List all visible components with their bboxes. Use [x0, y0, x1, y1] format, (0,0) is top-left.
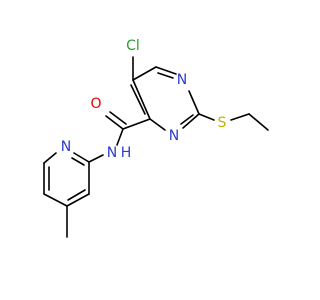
- bond-c2py-n1py: [73, 152, 90, 163]
- atom-nitrogen-amide: N: [107, 145, 117, 161]
- bond-c5py-c4py: [43, 193, 68, 207]
- bond-c4-camide: [122, 118, 151, 130]
- bond-ch2-ch3: [248, 113, 269, 131]
- atom-chlorine: Cl: [126, 38, 140, 54]
- bond-c6-n1: [155, 66, 177, 75]
- atom-sulfur: S: [218, 115, 227, 131]
- bond-c4-c5-inner: [130, 84, 146, 115]
- bond-c2-n3: [182, 113, 200, 129]
- bond-c5-c6: [132, 66, 157, 81]
- bond-camide-n: [116, 128, 124, 146]
- bond-c2-n3-inner: [180, 114, 194, 125]
- atom-nitrogen-ring-bottom: N: [169, 128, 179, 144]
- bond-n1py-c6py: [43, 152, 57, 164]
- bond-n-c2py: [88, 154, 104, 163]
- bond-n1-c2: [188, 90, 200, 115]
- bond-s-ch2: [230, 113, 250, 121]
- bond-c2py-n1py-inner: [71, 157, 85, 166]
- bond-c2-s: [198, 113, 215, 121]
- bond-c4py-c3py: [66, 193, 90, 207]
- atom-nitrogen-pyridine: N: [61, 139, 71, 155]
- bond-camide-o-2: [109, 111, 127, 125]
- bond-camide-o: [105, 115, 124, 130]
- atom-oxygen: O: [90, 96, 101, 112]
- atom-hydrogen-amide: H: [121, 145, 132, 161]
- molecule-diagram: Cl O N N S N H N: [43, 38, 269, 238]
- bond-c4-c5: [132, 79, 151, 120]
- bond-c4py-c3py-inner: [67, 189, 86, 201]
- structure-canvas: Cl O N N S N H N: [43, 38, 269, 238]
- atom-nitrogen-ring-top: N: [177, 72, 187, 88]
- bond-n3-c4: [149, 118, 166, 131]
- bond-c6-n1-inner: [157, 72, 174, 79]
